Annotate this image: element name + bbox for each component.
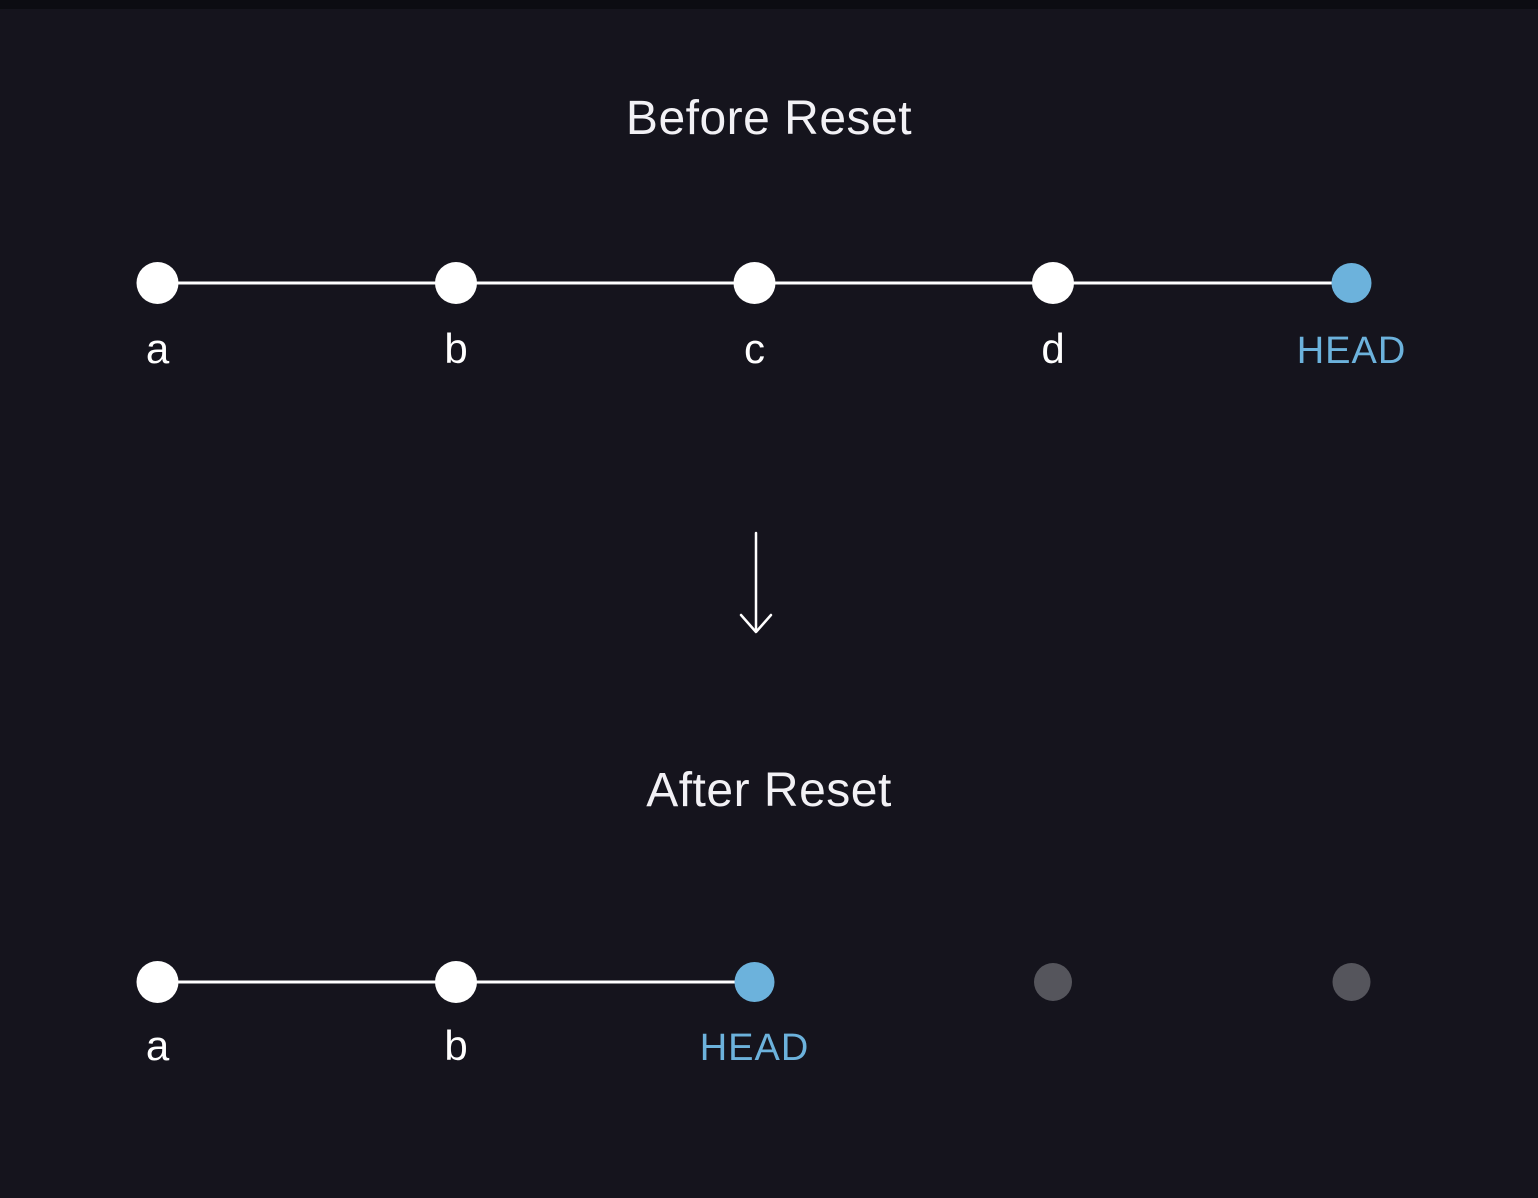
head-label: HEAD: [700, 1027, 810, 1069]
after-reset-title: After Reset: [646, 764, 892, 817]
commit-node-a: [136, 961, 179, 1003]
head-node: [1331, 263, 1372, 303]
commit-label-a: a: [146, 1022, 170, 1069]
head-label: HEAD: [1297, 330, 1407, 372]
commit-node-d: [1032, 262, 1074, 304]
commit-node-c: [733, 262, 776, 304]
head-node: [734, 962, 775, 1002]
top-edge-strip: [0, 0, 1538, 9]
commit-label-c: c: [744, 325, 765, 372]
orphan-node: [1332, 963, 1371, 1001]
commit-node-a: [136, 262, 179, 304]
before-reset-title: Before Reset: [625, 92, 913, 145]
commit-label-b: b: [444, 325, 467, 372]
down-arrow-icon: [739, 531, 773, 634]
commit-node-b: [435, 262, 477, 304]
commit-label-d: d: [1041, 325, 1064, 372]
orphan-node: [1034, 963, 1072, 1001]
commit-label-b: b: [444, 1022, 467, 1069]
commit-node-b: [435, 961, 477, 1003]
commit-label-a: a: [146, 325, 170, 372]
